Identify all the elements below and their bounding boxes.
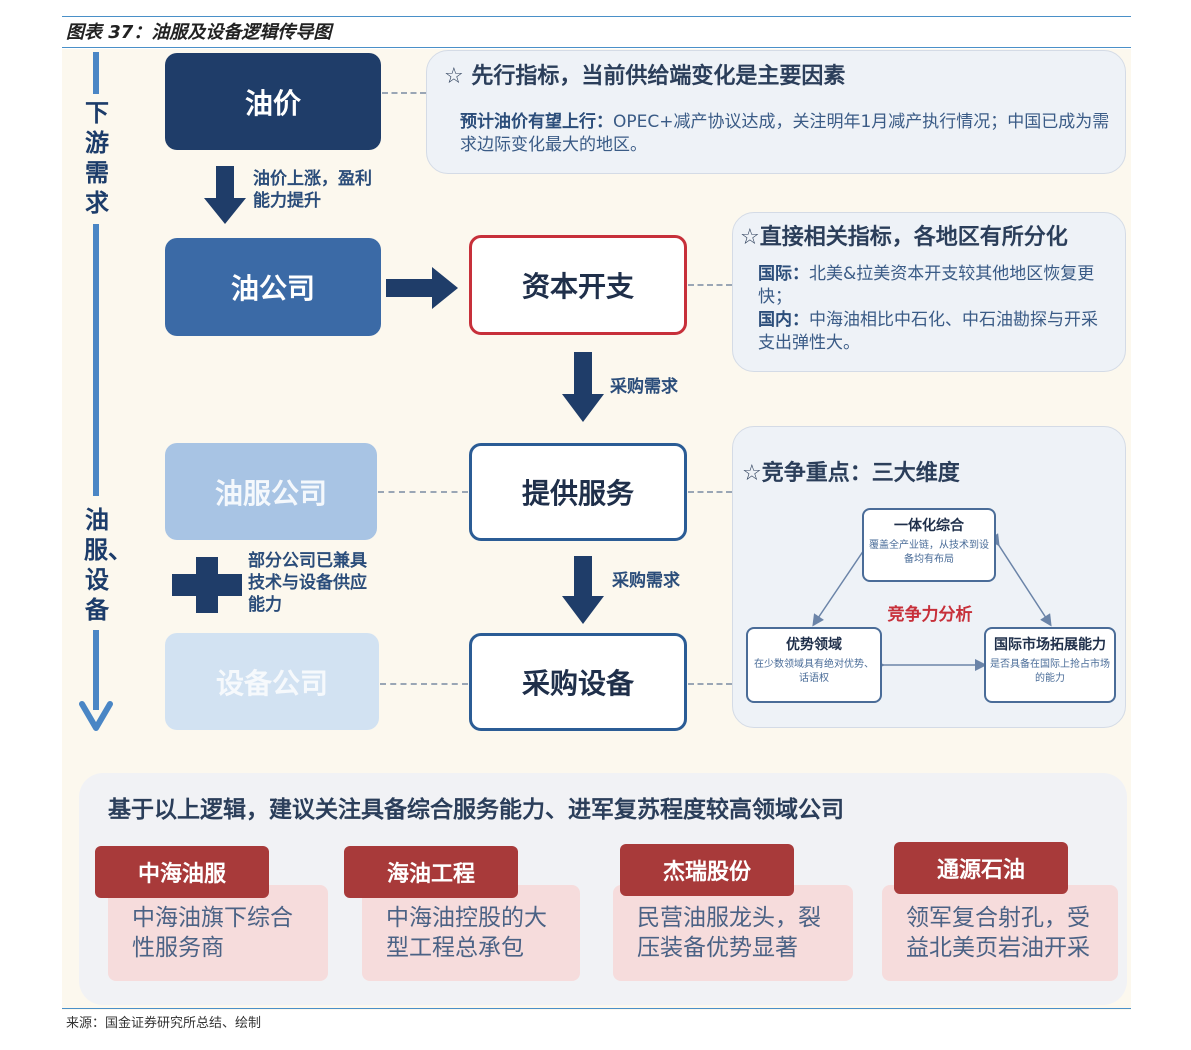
competition-center-label: 竞争力分析 xyxy=(887,605,973,625)
panel-leading-indicator xyxy=(426,50,1126,174)
company-tag: 中海油服 xyxy=(95,846,269,898)
company-desc: 民营油服龙头，裂压装备优势显著 xyxy=(613,885,853,981)
label-combined-capability: 部分公司已兼具技术与设备供应能力 xyxy=(248,551,367,615)
title-rule xyxy=(62,47,1131,48)
panel-leading-heading: ☆ 先行指标，当前供给端变化是主要因素 xyxy=(444,64,846,89)
top-rule xyxy=(62,16,1131,17)
side-label-service: 油服、设备 xyxy=(84,506,132,624)
company-tag: 杰瑞股份 xyxy=(620,844,794,896)
arrow-down-icon xyxy=(562,556,604,624)
panel-leading-text: 预计油价有望上行：OPEC+减产协议达成，关注明年1月减产执行情况；中国已成为需… xyxy=(460,112,1110,155)
company-desc: 中海油控股的大型工程总承包 xyxy=(362,885,580,981)
box-oil-price: 油价 xyxy=(165,53,381,150)
side-axis-line-3 xyxy=(93,630,99,710)
side-axis-arrowhead-icon xyxy=(79,701,113,731)
company-tag: 通源石油 xyxy=(894,842,1068,894)
competition-arrows xyxy=(812,533,1052,671)
arrow-down-icon xyxy=(204,166,246,224)
connector-dash xyxy=(380,683,468,685)
node-advantage: 优势领域 在少数领域具有绝对优势、话语权 xyxy=(746,627,882,703)
recommendation-heading: 基于以上逻辑，建议关注具备综合服务能力、进军复苏程度较高领域公司 xyxy=(108,797,844,823)
plus-icon xyxy=(172,557,242,613)
panel-competition-heading: ☆竞争重点：三大维度 xyxy=(742,461,960,486)
side-label-demand: 下游需求 xyxy=(85,99,109,217)
panel-direct-text: 国际：北美&拉美资本开支较其他地区恢复更快； 国内：中海油相比中石化、中石油勘探… xyxy=(758,264,1098,353)
box-purchase-equipment: 采购设备 xyxy=(469,633,687,731)
box-oilfield-service-company: 油服公司 xyxy=(165,443,377,540)
bottom-rule xyxy=(62,1008,1131,1009)
connector-dash xyxy=(378,491,468,493)
panel-direct-indicator xyxy=(732,212,1126,372)
connector-dash xyxy=(688,284,732,286)
node-integrated: 一体化综合 覆盖全产业链，从技术到设备均有布局 xyxy=(862,508,996,582)
arrow-down-icon xyxy=(562,352,604,422)
company-tag: 海油工程 xyxy=(344,846,518,898)
box-oil-company: 油公司 xyxy=(165,238,381,336)
label-purchase-demand-2: 采购需求 xyxy=(612,571,680,591)
label-price-up: 油价上涨，盈利能力提升 xyxy=(253,169,372,211)
source-note: 来源：国金证券研究所总结、绘制 xyxy=(66,1016,262,1031)
panel-direct-heading: ☆直接相关指标，各地区有所分化 xyxy=(740,225,1068,250)
label-purchase-demand: 采购需求 xyxy=(610,377,678,397)
box-provide-service: 提供服务 xyxy=(469,443,687,541)
arrow-right-icon xyxy=(386,267,458,309)
box-equipment-company: 设备公司 xyxy=(165,633,379,730)
connector-dash xyxy=(688,491,732,493)
figure-title: 图表 37：油服及设备逻辑传导图 xyxy=(66,22,332,43)
side-axis-line-1 xyxy=(93,52,99,94)
company-desc: 领军复合射孔，受益北美页岩油开采 xyxy=(882,885,1118,981)
connector-dash xyxy=(382,92,426,94)
side-axis-line-2 xyxy=(93,224,99,496)
node-international: 国际市场拓展能力 是否具备在国际上抢占市场的能力 xyxy=(984,627,1116,703)
box-capex: 资本开支 xyxy=(469,235,687,335)
company-desc: 中海油旗下综合性服务商 xyxy=(108,885,328,981)
connector-dash xyxy=(688,683,732,685)
